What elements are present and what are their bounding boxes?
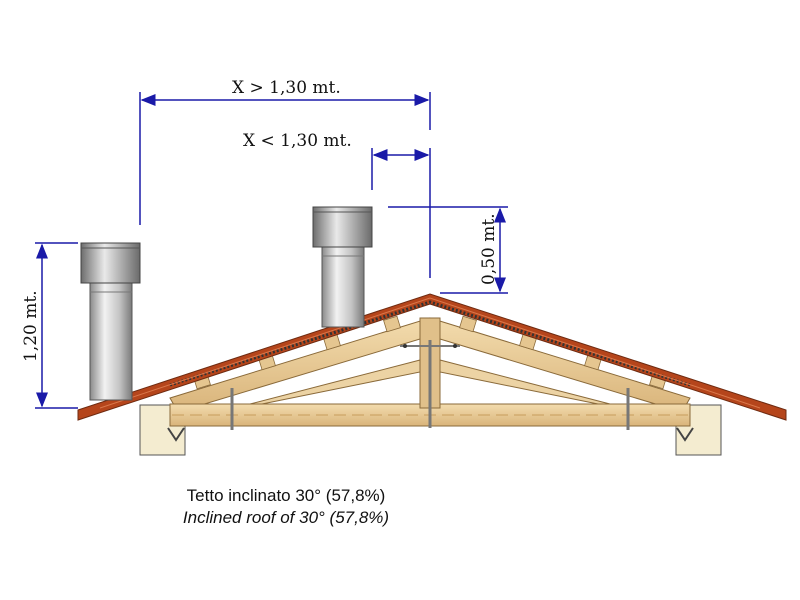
dimension-near-height <box>388 206 508 294</box>
far-height-label: 1,20 mt. <box>21 290 41 362</box>
dimension-far-distance <box>139 92 431 225</box>
roof-truss <box>169 315 691 430</box>
chimney-far <box>80 242 141 401</box>
dimension-near-distance <box>371 148 431 278</box>
roof-covering <box>77 293 787 421</box>
caption-english: Inclined roof of 30° (57,8%) <box>182 508 390 527</box>
far-distance-label: X > 1,30 mt. <box>232 78 341 98</box>
chimney-near <box>312 206 373 328</box>
near-height-label: 0,50 mt. <box>479 213 499 285</box>
caption-italian: Tetto inclinato 30° (57,8%) <box>186 486 386 505</box>
dimension-far-height <box>35 242 78 409</box>
near-distance-label: X < 1,30 mt. <box>243 131 352 151</box>
